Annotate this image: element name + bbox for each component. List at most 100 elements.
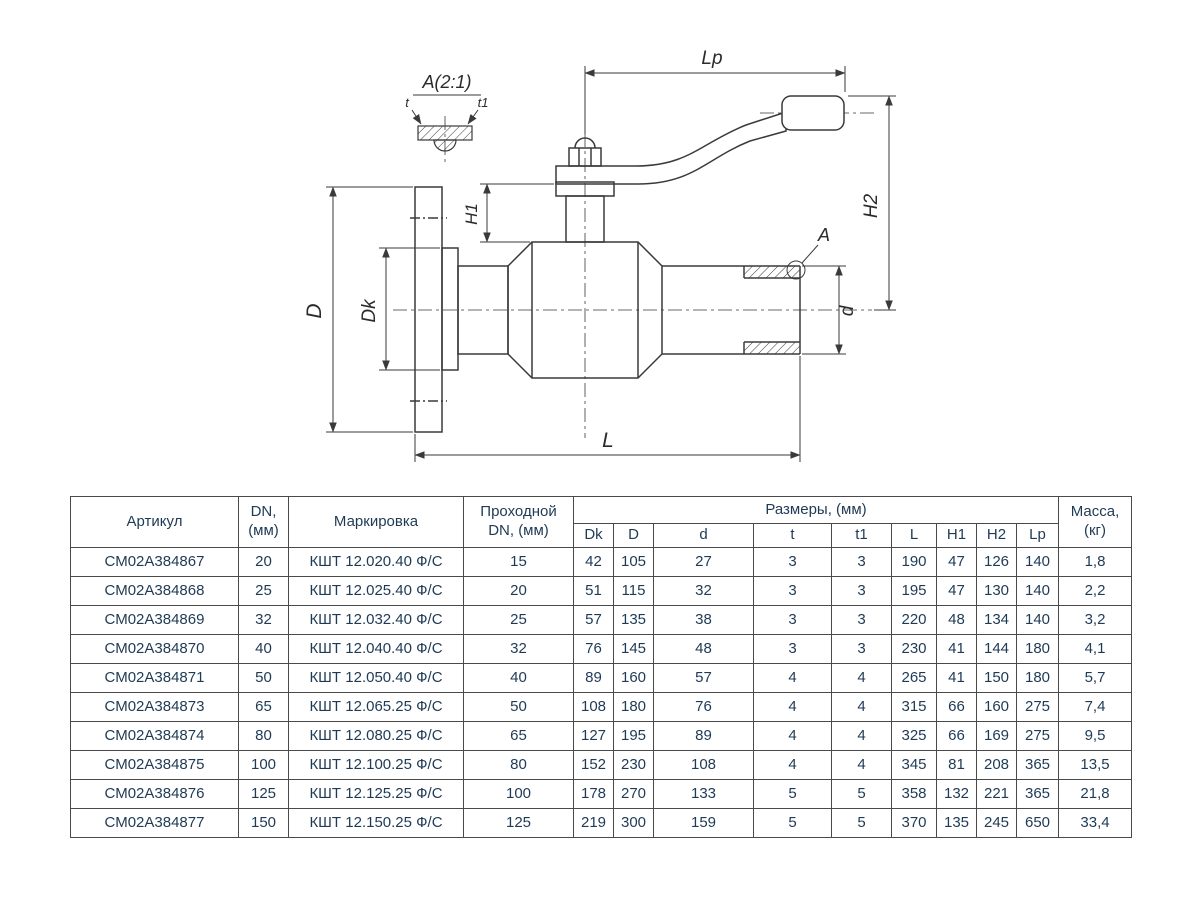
table-cell: СМ02А384876 — [70, 779, 239, 809]
table-cell: 100 — [463, 779, 574, 809]
table-cell: 32 — [238, 605, 289, 635]
table-cell: 125 — [238, 779, 289, 809]
dim-label-t1: t1 — [478, 95, 489, 110]
table-cell: 159 — [653, 808, 754, 838]
dim-label-dk: Dk — [359, 298, 380, 323]
spec-table-container: Артикул DN, (мм) Маркировка Проходной DN… — [70, 496, 1133, 838]
spec-table-head: Артикул DN, (мм) Маркировка Проходной DN… — [70, 496, 1133, 548]
table-cell: СМ02А384867 — [70, 547, 239, 577]
table-cell: 135 — [936, 808, 977, 838]
header-dim-Lp: Lp — [1015, 523, 1060, 548]
table-cell: КШТ 12.050.40 Ф/С — [288, 663, 464, 693]
header-dn: DN, (мм) — [238, 496, 289, 548]
handle-grip — [781, 95, 845, 131]
table-cell: КШТ 12.025.40 Ф/С — [288, 576, 464, 606]
table-cell: 195 — [891, 576, 937, 606]
table-cell: 1,8 — [1058, 547, 1133, 577]
centerlines — [393, 112, 874, 438]
detail-view-title: A(2:1) — [421, 72, 471, 92]
table-cell: 3 — [753, 605, 832, 635]
flange — [410, 186, 459, 433]
table-cell: 150 — [976, 663, 1017, 693]
table-cell: 41 — [936, 663, 977, 693]
header-mass: Масса, (кг) — [1058, 496, 1133, 548]
table-cell: 7,4 — [1058, 692, 1133, 722]
table-cell: СМ02А384873 — [70, 692, 239, 722]
table-cell: 133 — [653, 779, 754, 809]
table-cell: 66 — [936, 721, 977, 751]
table-cell: 134 — [976, 605, 1017, 635]
table-cell: 3 — [753, 634, 832, 664]
table-cell: 25 — [463, 605, 574, 635]
table-cell: 20 — [463, 576, 574, 606]
table-cell: 4 — [753, 663, 832, 693]
table-cell: КШТ 12.040.40 Ф/С — [288, 634, 464, 664]
table-cell: 47 — [936, 576, 977, 606]
handle — [555, 95, 845, 185]
table-cell: 180 — [613, 692, 654, 722]
header-bore-dn: Проходной DN, (мм) — [463, 496, 574, 548]
dim-label-L: L — [602, 429, 614, 452]
dim-label-h2: H2 — [861, 193, 882, 218]
table-cell: КШТ 12.125.25 Ф/С — [288, 779, 464, 809]
table-cell: КШТ 12.100.25 Ф/С — [288, 750, 464, 780]
table-cell: 20 — [238, 547, 289, 577]
dim-label-d: d — [837, 304, 858, 316]
weld-pipe-end — [662, 265, 801, 355]
table-cell: 4 — [831, 663, 892, 693]
dimension-h2: H2 — [848, 95, 896, 311]
table-cell: 4 — [753, 750, 832, 780]
table-cell: 48 — [653, 634, 754, 664]
table-cell: 3 — [831, 547, 892, 577]
table-cell: СМ02А384869 — [70, 605, 239, 635]
table-cell: 144 — [976, 634, 1017, 664]
table-cell: 4 — [753, 721, 832, 751]
table-cell: 51 — [573, 576, 614, 606]
table-cell: 221 — [976, 779, 1017, 809]
table-cell: 3 — [831, 605, 892, 635]
table-cell: 2,2 — [1058, 576, 1133, 606]
dim-label-t: t — [405, 95, 410, 110]
header-row-1: Артикул DN, (мм) Маркировка Проходной DN… — [70, 496, 1133, 548]
table-cell: 5 — [753, 779, 832, 809]
table-cell: 132 — [936, 779, 977, 809]
table-cell: 180 — [1015, 663, 1060, 693]
table-cell: КШТ 12.020.40 Ф/С — [288, 547, 464, 577]
table-cell: КШТ 12.032.40 Ф/С — [288, 605, 464, 635]
table-cell: 230 — [613, 750, 654, 780]
table-cell: 370 — [891, 808, 937, 838]
table-cell: 169 — [976, 721, 1017, 751]
table-cell: 160 — [613, 663, 654, 693]
table-cell: 76 — [653, 692, 754, 722]
table-cell: 50 — [238, 663, 289, 693]
dimension-L: L — [414, 356, 801, 462]
header-marking: Маркировка — [288, 496, 464, 548]
table-cell: 650 — [1015, 808, 1060, 838]
dim-label-lp: Lp — [701, 48, 722, 69]
table-cell: 365 — [1015, 779, 1060, 809]
dimension-dk: Dk — [359, 247, 440, 371]
table-cell: 105 — [613, 547, 654, 577]
table-cell: КШТ 12.150.25 Ф/С — [288, 808, 464, 838]
table-cell: 3 — [753, 547, 832, 577]
table-cell: 4 — [753, 692, 832, 722]
table-cell: 32 — [653, 576, 754, 606]
table-cell: 25 — [238, 576, 289, 606]
table-cell: 47 — [936, 547, 977, 577]
header-dim-d: d — [653, 523, 754, 548]
table-cell: 3,2 — [1058, 605, 1133, 635]
table-cell: 127 — [573, 721, 614, 751]
spec-table: Артикул DN, (мм) Маркировка Проходной DN… — [70, 496, 1133, 838]
table-cell: 230 — [891, 634, 937, 664]
table-cell: 219 — [573, 808, 614, 838]
table-cell: 89 — [573, 663, 614, 693]
table-cell: СМ02А384871 — [70, 663, 239, 693]
table-cell: 38 — [653, 605, 754, 635]
table-cell: 275 — [1015, 692, 1060, 722]
table-cell: СМ02А384870 — [70, 634, 239, 664]
table-cell: 3 — [831, 634, 892, 664]
